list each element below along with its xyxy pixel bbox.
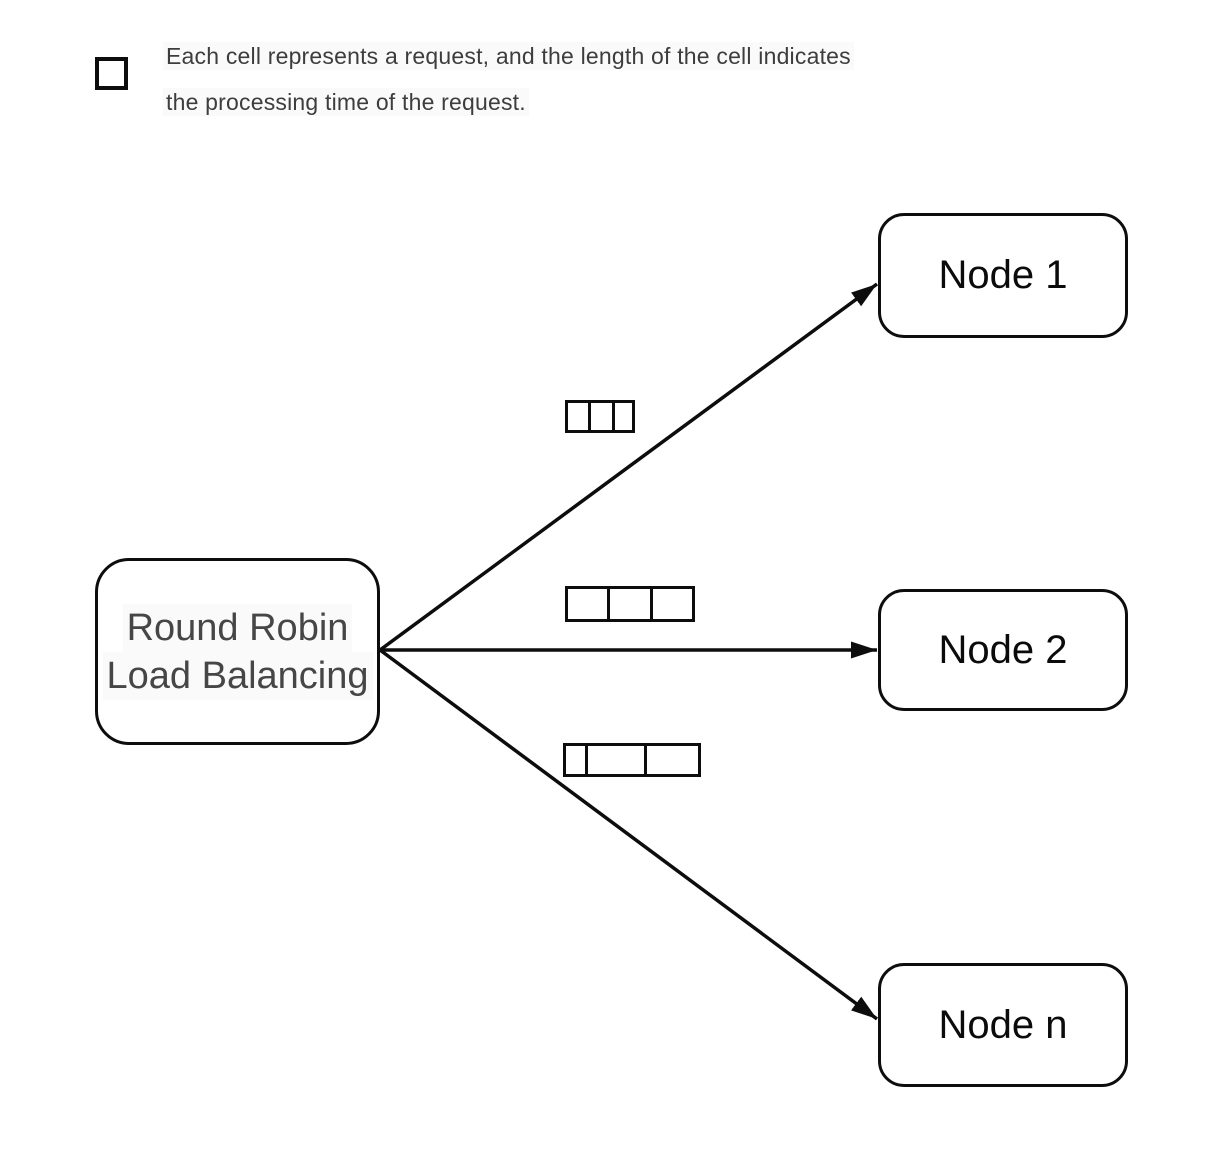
balancer-label-line-2: Load Balancing [102,651,373,700]
request-cell [585,746,644,774]
request-cell [644,746,698,774]
request-cells-node-n [563,743,701,777]
legend-cell-icon [95,57,128,90]
node-2-box: Node 2 [878,589,1128,711]
balancer-label-line-1: Round Robin [122,603,353,652]
node-n-box: Node n [878,963,1128,1087]
node-1-label: Node 1 [938,253,1068,297]
request-cell [568,403,588,430]
arrow-to-node-n [378,648,879,1021]
node-2-label: Node 2 [938,627,1068,672]
request-cell [566,746,585,774]
request-cells-node-1 [565,400,635,433]
node-1-box: Node 1 [878,213,1128,338]
request-cell [650,589,692,619]
node-n-label: Node n [938,1002,1068,1047]
legend-caption-line-2: the processing time of the request. [163,88,529,116]
request-cell [607,589,650,619]
legend-caption: Each cell represents a request, and the … [163,33,854,125]
load-balancer-box: Round Robin Load Balancing [95,558,380,745]
request-cells-node-2 [565,586,695,622]
arrow-to-node-1 [378,282,879,652]
request-cell [568,589,607,619]
legend-caption-line-1: Each cell represents a request, and the … [163,42,854,70]
request-cell [588,403,612,430]
request-cell [612,403,632,430]
